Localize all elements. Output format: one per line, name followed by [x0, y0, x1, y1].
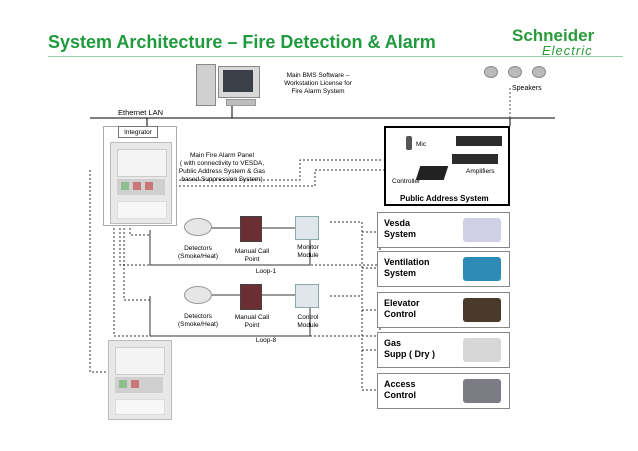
system-label: Ventilation System — [384, 257, 430, 278]
detector-icon — [184, 286, 212, 304]
controller-icon — [415, 166, 449, 180]
schneider-logo: Schneider Electric — [512, 26, 622, 66]
pa-system-label: Public Address System — [400, 194, 489, 203]
vesda-icon — [463, 218, 501, 242]
loop8-detectors-label: Detectors (Smoke/Heat) — [177, 313, 219, 328]
integrator-box: Integrator — [118, 126, 158, 138]
loop1-label: Loop-1 — [255, 268, 277, 275]
fire-alarm-panel — [110, 142, 172, 224]
panel-label: Main Fire Alarm Panel ( with connectivit… — [178, 152, 266, 183]
speaker-icon — [532, 66, 546, 78]
repeater-panel — [108, 340, 172, 420]
logo-line1: Schneider — [512, 26, 595, 45]
card-reader-icon — [463, 379, 501, 403]
fan-icon — [463, 257, 501, 281]
elevator-icon — [463, 298, 501, 322]
gas-cylinders-icon — [463, 338, 501, 362]
system-label: Access Control — [384, 379, 416, 400]
workstation-computer — [196, 64, 266, 108]
loop8-module-label: Control Module — [297, 314, 319, 329]
amplifier-icon — [456, 136, 502, 146]
workstation-label: Main BMS Software – Workstation License … — [284, 72, 352, 95]
monitor-module-icon — [295, 216, 319, 240]
system-label: Elevator Control — [384, 298, 420, 319]
mic-label: Mic — [416, 141, 427, 148]
system-label: Vesda System — [384, 218, 417, 239]
amplifier-icon — [452, 154, 498, 164]
detector-icon — [184, 218, 212, 236]
ethernet-lan-label: Ethernet LAN — [118, 108, 164, 117]
loop8-mcp-label: Manual Call Point — [234, 314, 270, 329]
system-gas-suppression: Gas Supp ( Dry ) — [377, 332, 510, 368]
system-ventilation: Ventilation System — [377, 251, 510, 287]
integrator-label: Integrator — [124, 129, 152, 136]
speakers-group — [484, 66, 554, 78]
mic-icon — [406, 136, 412, 150]
system-elevator: Elevator Control — [377, 292, 510, 328]
speakers-label: Speakers — [512, 85, 542, 92]
loop1-mcp-label: Manual Call Point — [234, 248, 270, 263]
system-vesda: Vesda System — [377, 212, 510, 248]
public-address-box: Mic Amplifiers Controller Public Address… — [384, 126, 510, 206]
system-label: Gas Supp ( Dry ) — [384, 338, 435, 359]
page-title: System Architecture – Fire Detection & A… — [48, 32, 436, 52]
manual-call-point-icon — [240, 284, 262, 310]
amplifiers-label: Amplifiers — [466, 168, 495, 175]
loop1-detectors-label: Detectors (Smoke/Heat) — [177, 245, 219, 260]
loop1-module-label: Monitor Module — [297, 244, 319, 259]
speaker-icon — [484, 66, 498, 78]
loop8-label: Loop-8 — [255, 337, 277, 344]
control-module-icon — [295, 284, 319, 308]
header-divider — [48, 56, 623, 57]
system-access-control: Access Control — [377, 373, 510, 409]
controller-label: Controller — [392, 178, 421, 185]
logo-line2: Electric — [542, 43, 593, 58]
manual-call-point-icon — [240, 216, 262, 242]
speaker-icon — [508, 66, 522, 78]
